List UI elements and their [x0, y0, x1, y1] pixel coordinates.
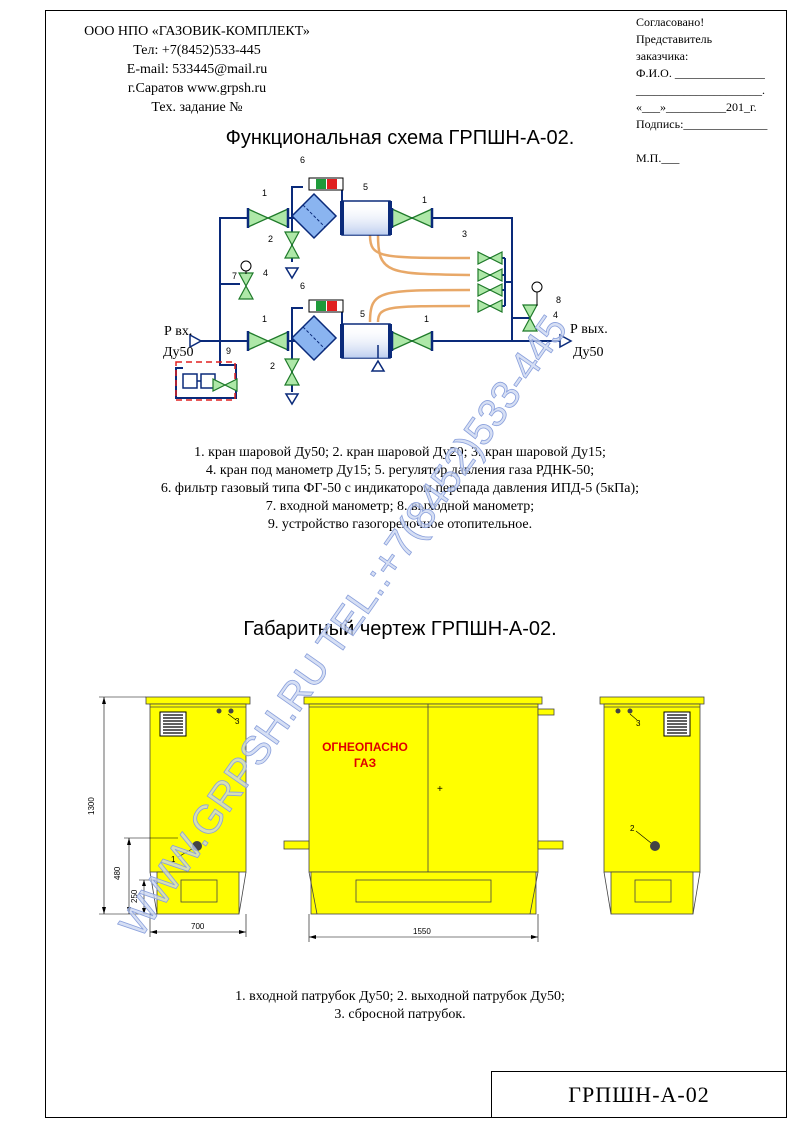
- drawing-legend-line: 3. сбросной патрубок.: [334, 1007, 466, 1022]
- company-email: E-mail: 533445@mail.ru: [126, 62, 268, 77]
- callout-1: 1: [171, 855, 176, 864]
- svg-text:7: 7: [232, 271, 237, 281]
- svg-text:1: 1: [422, 195, 427, 205]
- scheme-legend-line: 9. устройство газогорелочное отопительно…: [267, 517, 533, 532]
- svg-text:4: 4: [263, 268, 268, 278]
- inlet-pressure-label: Р вх.: [164, 324, 193, 339]
- drawing-frame: [45, 10, 787, 1118]
- dim-length: 1550: [413, 927, 431, 936]
- company-phone: Тел: +7(8452)533-445: [133, 43, 261, 58]
- approval-rep2: заказчика:: [636, 49, 689, 63]
- tech-task: Тех. задание №: [151, 100, 243, 115]
- approval-mp: М.П.___: [636, 151, 680, 165]
- scheme-legend-line: 4. кран под манометр Ду15; 5. регулятор …: [205, 463, 595, 478]
- svg-text:2: 2: [268, 234, 273, 244]
- scheme-legend-line: 7. входной манометр; 8. выходной маномет…: [265, 499, 535, 514]
- vent-grille: [159, 711, 691, 737]
- dim-480: 480: [113, 866, 122, 880]
- svg-text:4: 4: [553, 310, 558, 320]
- approval-block: Согласовано! Представитель заказчика: Ф.…: [636, 14, 786, 167]
- approval-line: _____________________.: [636, 83, 765, 97]
- callout-3-right: 3: [636, 719, 641, 728]
- svg-text:1: 1: [262, 314, 267, 324]
- svg-text:1: 1: [424, 314, 429, 324]
- drawing-legend-line: 1. входной патрубок Ду50; 2. выходной па…: [235, 989, 565, 1004]
- functional-scheme: 1 6 5 1 2 3 7 4 8 4 1 6 5 1 2 9: [175, 155, 573, 406]
- company-name: ООО НПО «ГАЗОВИК-КОМПЛЕКТ»: [84, 24, 310, 39]
- scheme-legend: 1. кран шаровой Ду50; 2. кран шаровой Ду…: [0, 444, 800, 534]
- warning-line1: ОГНЕОПАСНО: [322, 740, 408, 754]
- approval-sign: Подпись:______________: [636, 117, 768, 131]
- warning-line2: ГАЗ: [354, 756, 376, 770]
- svg-text:1: 1: [262, 188, 267, 198]
- company-city-web: г.Саратов www.grpsh.ru: [127, 81, 267, 96]
- svg-text:3: 3: [462, 229, 467, 239]
- dimension-lines: [99, 696, 539, 942]
- dim-width: 700: [191, 922, 205, 931]
- inlet-dn-label: Ду50: [163, 345, 194, 360]
- approval-fio: Ф.И.О. _______________: [636, 66, 765, 80]
- svg-text:5: 5: [363, 182, 368, 192]
- scheme-legend-line: 6. фильтр газовый типа ФГ-50 с индикатор…: [160, 481, 640, 496]
- dim-height: 1300: [87, 797, 96, 815]
- svg-text:8: 8: [556, 295, 561, 305]
- svg-text:5: 5: [360, 309, 365, 319]
- title-stamp: ГРПШН-А-02: [491, 1071, 787, 1118]
- outlet-pressure-label: Р вых.: [570, 322, 608, 337]
- dimensional-drawing: + 3 3 1 2 ОГНЕОПАСНО ГАЗ 1300: [87, 696, 705, 942]
- drawing-legend: 1. входной патрубок Ду50; 2. выходной па…: [0, 988, 800, 1024]
- company-block: ООО НПО «ГАЗОВИК-КОМПЛЕКТ» Тел: +7(8452)…: [52, 22, 342, 117]
- svg-text:+: +: [437, 784, 443, 795]
- callout-2: 2: [630, 824, 635, 833]
- callout-3-left: 3: [235, 717, 240, 726]
- outlet-dn-label: Ду50: [573, 345, 604, 360]
- approval-date: «___»__________201_г.: [636, 100, 757, 114]
- drawing-title: Габаритный чертеж ГРПШН-А-02.: [243, 618, 557, 640]
- approval-agreed: Согласовано!: [636, 15, 705, 29]
- svg-text:2: 2: [270, 361, 275, 371]
- dim-250: 250: [130, 889, 139, 903]
- svg-text:6: 6: [300, 155, 305, 165]
- svg-text:6: 6: [300, 281, 305, 291]
- impulse-lines: [368, 234, 471, 323]
- approval-rep1: Представитель: [636, 32, 713, 46]
- svg-text:9: 9: [226, 346, 231, 356]
- scheme-title: Функциональная схема ГРПШН-А-02.: [225, 127, 575, 149]
- scheme-legend-line: 1. кран шаровой Ду50; 2. кран шаровой Ду…: [194, 445, 606, 460]
